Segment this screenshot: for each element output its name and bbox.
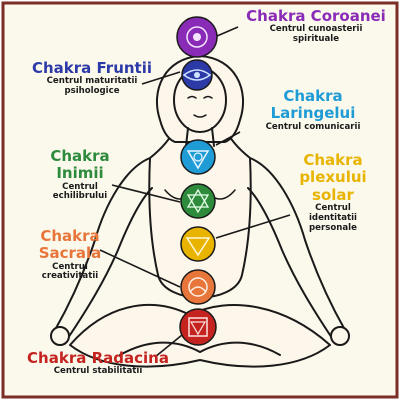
solar-desc-3: personale xyxy=(309,222,357,233)
solar-desc-1: Centrul xyxy=(315,202,351,213)
right-hand xyxy=(330,326,350,346)
brow-title: Chakra Fruntii xyxy=(31,59,153,77)
solar-label: Chakra plexului solar Centrul identitati… xyxy=(283,151,383,233)
root-desc-1: Centrul stabilitatii xyxy=(53,366,143,377)
heart-desc-2: echilibrului xyxy=(52,191,108,202)
sacral-label: Chakra Sacrala Centrul creativitatii xyxy=(20,227,120,282)
solar-title-3: solar xyxy=(312,185,354,204)
connector-throat xyxy=(215,131,241,146)
heart-title-1: Chakra xyxy=(50,147,110,165)
connector-sacral xyxy=(99,249,181,288)
sacral-title-2: Sacrala xyxy=(38,244,102,263)
connector-crown xyxy=(216,26,239,37)
solar-title-1: Chakra xyxy=(303,151,363,169)
brow-desc-1: Centrul maturitatii xyxy=(46,76,138,87)
lotus-crown-icon xyxy=(176,16,218,58)
root-label: Chakra Radacina Centrul stabilitatii xyxy=(18,349,178,377)
connector-brow xyxy=(141,71,181,85)
crown-desc-2: spirituale xyxy=(292,34,340,45)
sacral-desc-2: creativitatii xyxy=(41,271,99,282)
heart-label: Chakra Inimii Centrul echilibrului xyxy=(30,147,130,202)
crown-title: Chakra Coroanei xyxy=(246,7,386,25)
brow-label: Chakra Fruntii Centrul maturitatii psiho… xyxy=(22,59,162,97)
left-hand xyxy=(50,326,70,346)
throat-title-2: Laringelui xyxy=(270,104,356,123)
solar-plexus-icon xyxy=(180,226,216,262)
crown-desc-1: Centrul cunoasterii xyxy=(269,24,363,35)
sacral-desc-1: Centrul xyxy=(52,261,88,272)
solar-title-2: plexului xyxy=(299,168,367,187)
throat-title-1: Chakra xyxy=(283,87,343,105)
throat-lotus-icon xyxy=(180,139,216,175)
connector-heart xyxy=(111,184,181,203)
crown-label: Chakra Coroanei Centrul cunoasterii spir… xyxy=(236,7,396,45)
sacral-title-1: Chakra xyxy=(40,227,100,245)
heart-title-2: Inimii xyxy=(56,164,104,183)
chakra-discs xyxy=(176,16,218,346)
sacral-lotus-icon xyxy=(180,269,216,305)
connector-solar xyxy=(215,214,291,239)
hexagram-icon xyxy=(180,183,216,219)
connector-root xyxy=(154,334,183,358)
solar-desc-2: identitatii xyxy=(308,212,357,223)
heart-desc-1: Centrul xyxy=(62,181,98,192)
connector-lines xyxy=(99,26,291,358)
root-square-icon xyxy=(179,308,217,346)
brow-desc-2: psihologice xyxy=(64,86,120,97)
throat-label: Chakra Laringelui Centrul comunicarii xyxy=(248,87,378,132)
root-title: Chakra Radacina xyxy=(27,349,169,367)
third-eye-icon xyxy=(181,59,213,91)
throat-desc-1: Centrul comunicarii xyxy=(265,121,361,132)
